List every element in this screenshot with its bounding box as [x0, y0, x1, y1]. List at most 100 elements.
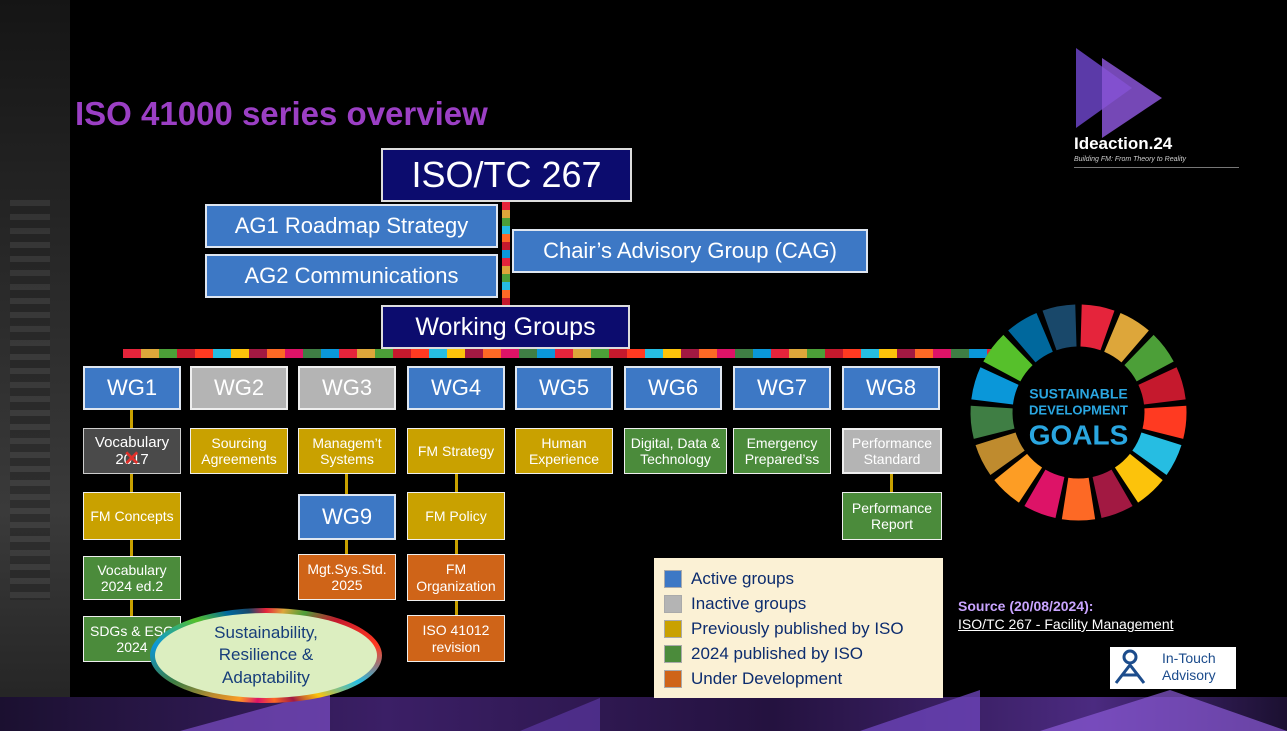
- legend-label: Active groups: [691, 568, 794, 588]
- wg4-fm-policy: FM Policy: [407, 492, 505, 540]
- wg8-performance-standard: Performance Standard: [842, 428, 942, 474]
- sdg-wheel-segment: [1114, 453, 1163, 503]
- legend-item-inactive: Inactive groups: [664, 591, 933, 616]
- sdg-wheel-segment: [1132, 432, 1182, 475]
- brand-tagline: Building FM: From Theory to Reality: [1074, 156, 1187, 163]
- sdg-wheel-segment: [1104, 313, 1149, 363]
- wg3-management-systems: Managem’t Systems: [298, 428, 396, 474]
- sdg-wheel-segment: [1124, 334, 1174, 382]
- connector: [890, 474, 893, 492]
- sdg-wheel-segment: [1024, 469, 1065, 519]
- partner-logo: [1110, 647, 1236, 689]
- connector: [345, 540, 348, 554]
- iso-tc-267-node: ISO/TC 267: [381, 148, 632, 202]
- connector-sdg-vertical: [502, 202, 510, 306]
- vocab-label: Vocabulary: [94, 433, 170, 451]
- partner-name: In-Touch Advisory: [1162, 650, 1216, 684]
- partner-line1: In-Touch: [1162, 650, 1216, 666]
- sdg-wheel-segment: [1138, 367, 1186, 405]
- sustainability-ellipse: Sustainability, Resilience & Adaptabilit…: [150, 608, 382, 703]
- brand-divider: [1074, 167, 1239, 168]
- legend-swatch: [664, 669, 682, 688]
- source-label: Source (20/08/2024):: [958, 598, 1094, 614]
- sdg-logo-line2: DEVELOPMENT: [1029, 403, 1128, 418]
- connector: [455, 540, 458, 554]
- background-photo-strip: [0, 0, 70, 731]
- wg7-emergency-preparedness: Emergency Prepared’ss: [733, 428, 831, 474]
- wg8-node: WG8: [842, 366, 940, 410]
- legend-swatch: [664, 644, 682, 663]
- wg4-fm-strategy: FM Strategy: [407, 428, 505, 474]
- sdg-wheel-segment: [983, 334, 1033, 382]
- wg5-human-experience: Human Experience: [515, 428, 613, 474]
- legend-item-2024-published: 2024 published by ISO: [664, 641, 933, 666]
- sdg-wheel-segment: [1092, 469, 1133, 519]
- connector: [130, 540, 133, 556]
- wg8-performance-report: Performance Report: [842, 492, 942, 540]
- partner-line2: Advisory: [1162, 666, 1216, 683]
- ag1-roadmap-node: AG1 Roadmap Strategy: [205, 204, 498, 248]
- connector: [455, 601, 458, 615]
- wg7-node: WG7: [733, 366, 831, 410]
- wg1-node: WG1: [83, 366, 181, 410]
- working-groups-node: Working Groups: [381, 305, 630, 349]
- intouch-icon: [1114, 649, 1146, 684]
- wg1-fm-concepts: FM Concepts: [83, 492, 181, 540]
- sdg-wheel-segment: [994, 453, 1043, 503]
- ideaction-logo-icon: [1076, 48, 1162, 138]
- legend-item-previously-published: Previously published by ISO: [664, 616, 933, 641]
- wg6-digital-data-technology: Digital, Data & Technology: [624, 428, 727, 474]
- vocab-year-text: 2017: [115, 451, 149, 468]
- connector: [130, 474, 133, 492]
- brand-name: Ideaction.24: [1074, 134, 1173, 153]
- legend-label: Previously published by ISO: [691, 618, 904, 638]
- legend-label: Inactive groups: [691, 593, 807, 613]
- wg4-node: WG4: [407, 366, 505, 410]
- page-title: ISO 41000 series overview: [75, 95, 488, 132]
- legend-swatch: [664, 619, 682, 638]
- wg2-node: WG2: [190, 366, 288, 410]
- ag2-communications-node: AG2 Communications: [205, 254, 498, 298]
- wg9-node: WG9: [298, 494, 396, 540]
- bottom-triangles: [180, 690, 1287, 731]
- sdg-wheel-segment: [1080, 304, 1115, 351]
- wg4-fm-organization: FM Organization: [407, 554, 505, 601]
- working-groups-connector-bar: [123, 349, 1003, 358]
- sdg-wheel-segment: [1142, 405, 1187, 439]
- legend-swatch: [664, 569, 682, 588]
- connector: [345, 474, 348, 494]
- sdg-logo-line1: SUSTAINABLE: [1029, 386, 1128, 402]
- wg3-node: WG3: [298, 366, 396, 410]
- sdg-wheel-icon: SUSTAINABLE DEVELOPMENT GOALS: [970, 304, 1187, 521]
- connector: [130, 600, 133, 616]
- sdg-wheel-segment: [971, 367, 1019, 405]
- sdg-wheel-segment: [1061, 477, 1096, 521]
- legend: Active groups Inactive groups Previously…: [654, 558, 943, 698]
- ellipse-label: Sustainability, Resilience & Adaptabilit…: [214, 623, 318, 687]
- wg1-vocabulary-2024: Vocabulary 2024 ed.2: [83, 556, 181, 600]
- sdg-wheel-segment: [1042, 304, 1077, 351]
- sdg-wheel-segment: [970, 405, 1015, 439]
- wg2-sourcing-agreements: Sourcing Agreements: [190, 428, 288, 474]
- vocab-year: 2017 ✕: [115, 448, 149, 470]
- wg5-node: WG5: [515, 366, 613, 410]
- source-block: Source (20/08/2024): ISO/TC 267 - Facili…: [958, 598, 1174, 632]
- source-link[interactable]: ISO/TC 267 - Facility Management: [958, 616, 1174, 632]
- cross-icon: ✕: [123, 448, 141, 470]
- legend-item-under-development: Under Development: [664, 666, 933, 691]
- sdg-wheel-segment: [975, 432, 1025, 475]
- legend-swatch: [664, 594, 682, 613]
- wg4-iso-41012-revision: ISO 41012 revision: [407, 615, 505, 662]
- connector: [130, 410, 133, 428]
- sdg-wheel-segment: [1008, 313, 1053, 363]
- cag-node: Chair’s Advisory Group (CAG): [512, 229, 868, 273]
- wg1-vocabulary-2017: Vocabulary 2017 ✕: [83, 428, 181, 474]
- wg9-mgt-sys-std-2025: Mgt.Sys.Std. 2025: [298, 554, 396, 600]
- connector: [455, 474, 458, 492]
- legend-item-active: Active groups: [664, 566, 933, 591]
- wg6-node: WG6: [624, 366, 722, 410]
- legend-label: 2024 published by ISO: [691, 643, 864, 663]
- sdg-logo-line3: GOALS: [1029, 420, 1129, 451]
- legend-label: Under Development: [691, 668, 843, 688]
